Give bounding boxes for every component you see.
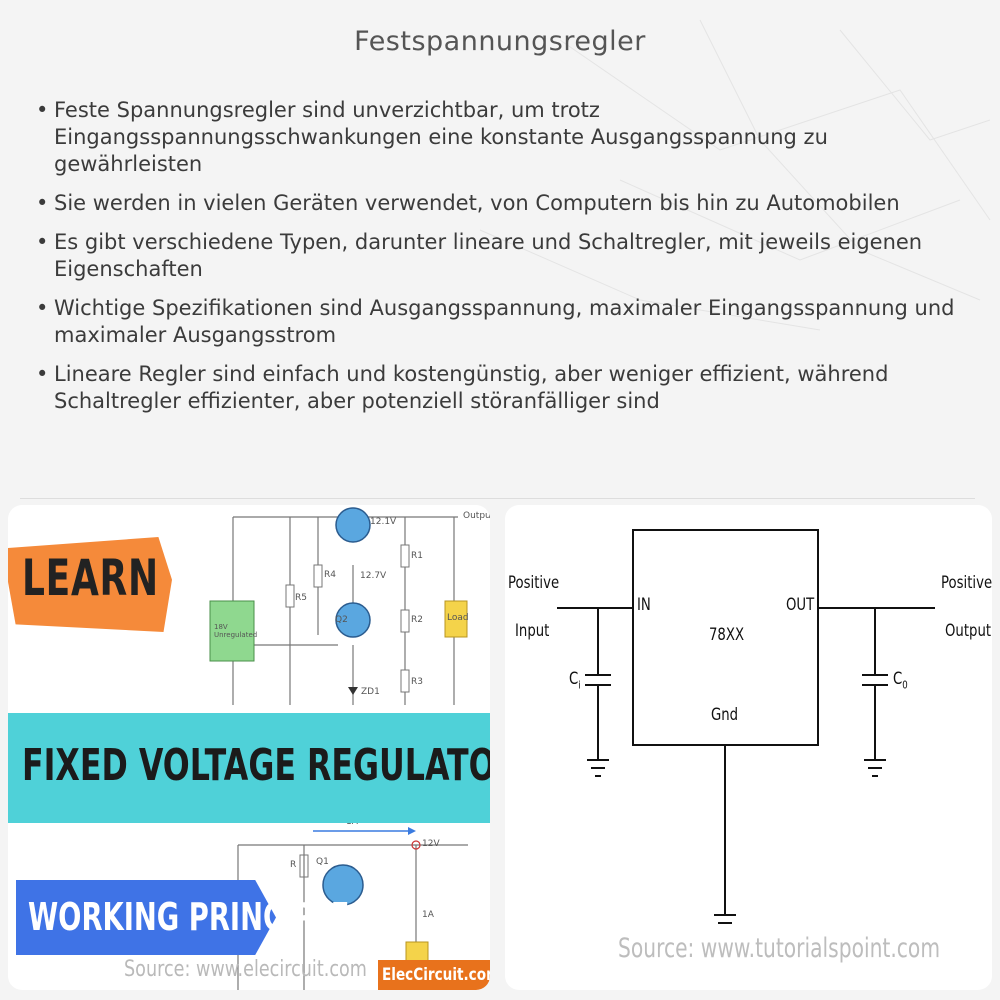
resistor-r1 — [400, 544, 410, 568]
transistor-q1-symbol — [335, 507, 371, 543]
label-12v: 12V — [422, 839, 440, 849]
bullet-dot: • — [36, 296, 49, 320]
resistor-r5 — [285, 584, 295, 608]
label-12-7v: 12.7V — [360, 571, 387, 581]
label-zd1: ZD1 — [361, 687, 380, 697]
learn-badge — [8, 537, 172, 632]
label-out: OUT — [786, 595, 815, 615]
right-image-panel: Positive Input Positive Output IN OUT 78… — [505, 505, 992, 990]
bullet-item: •Sie werden in vielen Geräten verwendet,… — [34, 190, 974, 217]
label-ci: Ci — [569, 669, 581, 692]
resistor-r2 — [400, 609, 410, 633]
label-r: R — [290, 860, 297, 870]
bullet-text: Es gibt verschiedene Typen, darunter lin… — [54, 230, 923, 281]
bullet-item: •Lineare Regler sind einfach und kosteng… — [34, 361, 974, 415]
label-chip: 78XX — [709, 625, 745, 645]
label-load: Load — [447, 613, 469, 623]
current-arrowhead — [408, 827, 416, 835]
load-box — [444, 600, 468, 638]
transistor-q2-symbol — [335, 602, 371, 638]
divider — [20, 498, 975, 499]
learn-text: LEARN — [22, 549, 159, 607]
bullet-text: Wichtige Spezifikationen sind Ausgangssp… — [54, 296, 955, 347]
bullet-dot: • — [36, 230, 49, 254]
transistor-q1-symbol-bottom — [322, 864, 364, 906]
label-in: IN — [637, 595, 651, 615]
label-co: C0 — [893, 669, 908, 692]
headline-text: FIXED VOLTAGE REGULATOR — [22, 740, 490, 791]
brand-text: ElecCircuit.com — [382, 965, 490, 985]
bullet-item: •Wichtige Spezifikationen sind Ausgangss… — [34, 295, 974, 349]
bullet-text: Lineare Regler sind einfach und kostengü… — [54, 362, 889, 413]
label-q1: Q1 — [316, 857, 329, 867]
label-output: Output — [463, 511, 490, 521]
headline-band — [8, 713, 490, 823]
bullet-text: Sie werden in vielen Geräten verwendet, … — [54, 191, 900, 215]
bullet-item: •Feste Spannungsregler sind unverzichtba… — [34, 97, 974, 178]
label-r2: R2 — [411, 615, 423, 625]
label-positive-output-1: Positive — [941, 573, 992, 593]
source-watermark-left: Source: www.elecircuit.com — [124, 957, 367, 982]
subline-badge — [16, 880, 276, 955]
unregulated-source-box — [209, 600, 255, 662]
page-title: Festspannungsregler — [354, 26, 646, 57]
regulator-schematic — [557, 529, 935, 924]
resistor-r3 — [400, 669, 410, 693]
circuit-diagram-top — [209, 507, 468, 990]
bullet-text: Feste Spannungsregler sind unverzichtbar… — [54, 98, 828, 176]
brand-badge — [378, 960, 490, 990]
label-positive-input-2: Input — [515, 621, 550, 641]
bullet-list: •Feste Spannungsregler sind unverzichtba… — [34, 97, 974, 427]
label-1a-bottom: 1A — [422, 910, 434, 920]
left-image-panel: 12.1V 12.7V Q2 R1 R2 R3 R4 R5 ZD1 Load 1… — [8, 505, 490, 990]
subline-text: WORKING PRINCIPLE — [28, 895, 350, 939]
label-r1: R1 — [411, 551, 423, 561]
resistor-r4 — [313, 564, 323, 588]
zener-diode-zd1 — [348, 687, 358, 695]
source-watermark-right: Source: www.tutorialspoint.com — [618, 933, 941, 964]
label-r3: R3 — [411, 677, 423, 687]
label-positive-input-1: Positive — [508, 573, 560, 593]
bullet-item: •Es gibt verschiedene Typen, darunter li… — [34, 229, 974, 283]
label-r4: R4 — [324, 570, 336, 580]
bullet-dot: • — [36, 98, 49, 122]
label-q2: Q2 — [335, 615, 348, 625]
output-terminal — [411, 840, 421, 850]
label-positive-output-2: Output — [945, 621, 992, 641]
label-12-1v: 12.1V — [370, 517, 397, 527]
bullet-dot: • — [36, 362, 49, 386]
label-unregulated: 18V Unregulated — [214, 623, 258, 639]
label-r5: R5 — [295, 593, 307, 603]
bullet-dot: • — [36, 191, 49, 215]
label-gnd: Gnd — [711, 705, 739, 725]
